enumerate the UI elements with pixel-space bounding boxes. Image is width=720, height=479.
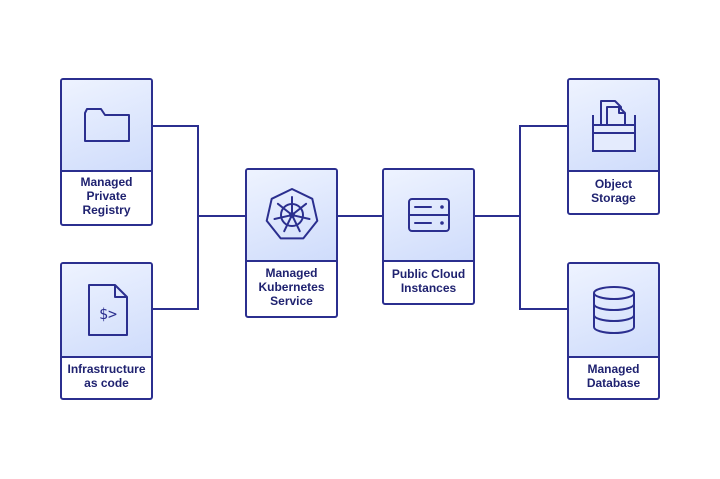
node-infrastructure-as-code: $> Infrastructure as code bbox=[60, 262, 153, 400]
connector-instances-to-storage bbox=[474, 125, 567, 217]
node-public-cloud-instances: Public Cloud Instances bbox=[382, 168, 475, 305]
node-label-storage: Object Storage bbox=[591, 176, 636, 205]
database-icon bbox=[592, 286, 635, 334]
connector-instances-to-database bbox=[519, 216, 567, 310]
node-label-registry: Managed Private Registry bbox=[80, 175, 133, 217]
node-label-instances: Public Cloud Instances bbox=[391, 266, 466, 295]
code-glyph: $> bbox=[98, 305, 116, 323]
node-label-kubernetes: Managed Kubernetes Service bbox=[258, 266, 325, 308]
node-managed-kubernetes-service: Managed Kubernetes Service bbox=[245, 168, 338, 318]
node-label-database: Managed Database bbox=[586, 362, 641, 390]
folder-icon bbox=[83, 108, 130, 142]
node-managed-private-registry: Managed Private Registry bbox=[60, 78, 153, 226]
code-file-icon: $> bbox=[87, 284, 128, 336]
object-storage-icon bbox=[591, 100, 636, 152]
node-managed-database: Managed Database bbox=[567, 262, 660, 400]
connector-registry-to-kubernetes bbox=[152, 125, 245, 217]
node-object-storage: Object Storage bbox=[567, 78, 660, 215]
node-label-iac: Infrastructure as code bbox=[67, 362, 146, 390]
connector-iac-to-kubernetes bbox=[152, 216, 199, 310]
kubernetes-helm-icon bbox=[265, 188, 318, 240]
server-icon bbox=[407, 198, 450, 232]
